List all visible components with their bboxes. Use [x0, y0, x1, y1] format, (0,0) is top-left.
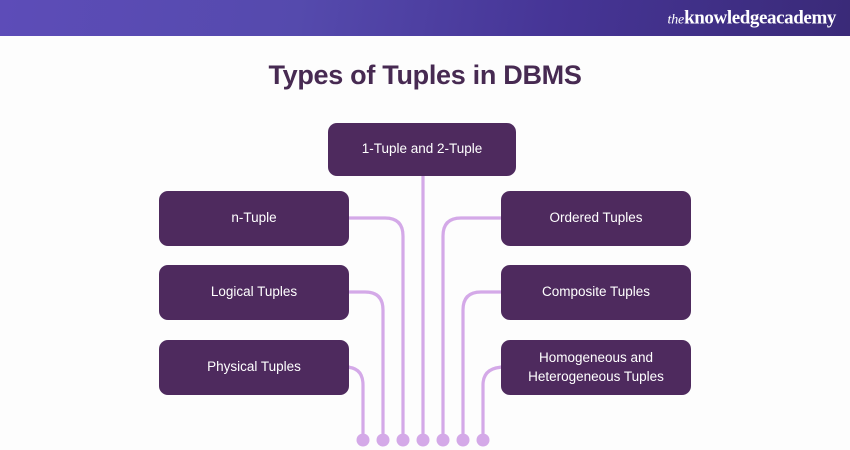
- endpoint-dot: [376, 433, 390, 447]
- endpoint-dot: [436, 433, 450, 447]
- brand-logo: theknowledgeacademy: [667, 7, 837, 29]
- node-label: Composite Tuples: [541, 284, 651, 300]
- node-label: Homogeneous and Heterogeneous Tuples: [528, 350, 664, 384]
- node-composite-tuples[interactable]: Composite Tuples: [501, 265, 691, 320]
- node-label: 1-Tuple and 2-Tuple: [361, 141, 483, 157]
- endpoint-dot: [456, 433, 470, 447]
- brand-logo-prefix: the: [667, 12, 685, 28]
- node-label: Ordered Tuples: [549, 210, 643, 226]
- connector-r2: [461, 290, 503, 435]
- endpoint-dot: [356, 433, 370, 447]
- brand-logo-name: knowledgeacademy: [684, 7, 836, 29]
- connector-endpoint-dots: [356, 433, 490, 447]
- page-title: Types of Tuples in DBMS: [268, 60, 582, 90]
- header-bar: theknowledgeacademy: [0, 0, 850, 36]
- node-ordered-tuples[interactable]: Ordered Tuples: [501, 191, 691, 246]
- endpoint-dot: [396, 433, 410, 447]
- connector-l2: [347, 290, 385, 435]
- connector-r1: [441, 216, 503, 435]
- node-logical-tuples[interactable]: Logical Tuples: [159, 265, 349, 320]
- node-label: Logical Tuples: [210, 284, 298, 300]
- node-homogeneous-heterogeneous-tuples[interactable]: Homogeneous and Heterogeneous Tuples: [501, 340, 691, 395]
- connector-l1: [347, 216, 405, 435]
- node-1-tuple-and-2-tuple[interactable]: 1-Tuple and 2-Tuple: [328, 123, 516, 176]
- node-label: Physical Tuples: [207, 359, 301, 375]
- endpoint-dot: [416, 433, 430, 447]
- endpoint-dot: [476, 433, 490, 447]
- node-physical-tuples[interactable]: Physical Tuples: [159, 340, 349, 395]
- node-label: n-Tuple: [231, 210, 277, 226]
- node-n-tuple[interactable]: n-Tuple: [159, 191, 349, 246]
